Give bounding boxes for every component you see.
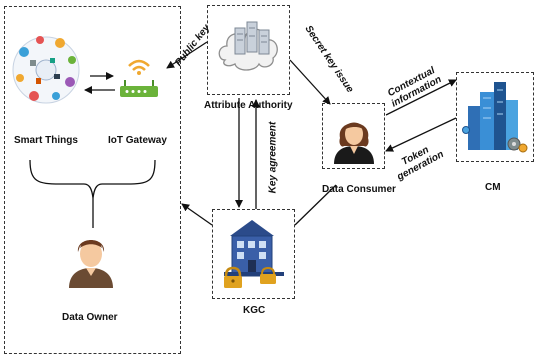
male-user-icon <box>69 240 113 288</box>
cm-label: CM <box>485 182 501 193</box>
arrow-kgc-to-owner <box>181 203 213 226</box>
arrow-public-key <box>166 41 208 69</box>
data-owner-label: Data Owner <box>62 312 118 323</box>
key-agreement-label: Key agreement <box>268 121 279 195</box>
arrow-kgc-to-consumer <box>294 184 337 226</box>
building-with-lock-icon <box>224 220 284 288</box>
data-consumer-label: Data Consumer <box>322 184 396 195</box>
key-agreement-text: Key agreement <box>267 121 279 194</box>
city-buildings-icon <box>462 82 528 153</box>
data-owner-domain-box <box>4 6 181 354</box>
kgc-box <box>212 209 295 299</box>
wifi-router-icon <box>120 59 158 97</box>
attribute-authority-box <box>207 5 290 95</box>
iot-gateway-label: IoT Gateway <box>108 135 167 146</box>
smart-things-label: Smart Things <box>14 135 78 146</box>
kgc-label: KGC <box>243 305 266 316</box>
server-cloud-icon <box>218 21 278 71</box>
data-consumer-box <box>322 103 385 169</box>
arrow-contextual-information <box>385 79 457 116</box>
owner-brace <box>29 159 156 199</box>
attribute-authority-label: Attribute Authority <box>204 100 293 111</box>
arrow-secret-key <box>289 59 331 105</box>
iot-cloud-icon <box>12 36 80 104</box>
arrow-token-generation <box>385 117 457 152</box>
female-user-icon <box>334 122 374 164</box>
